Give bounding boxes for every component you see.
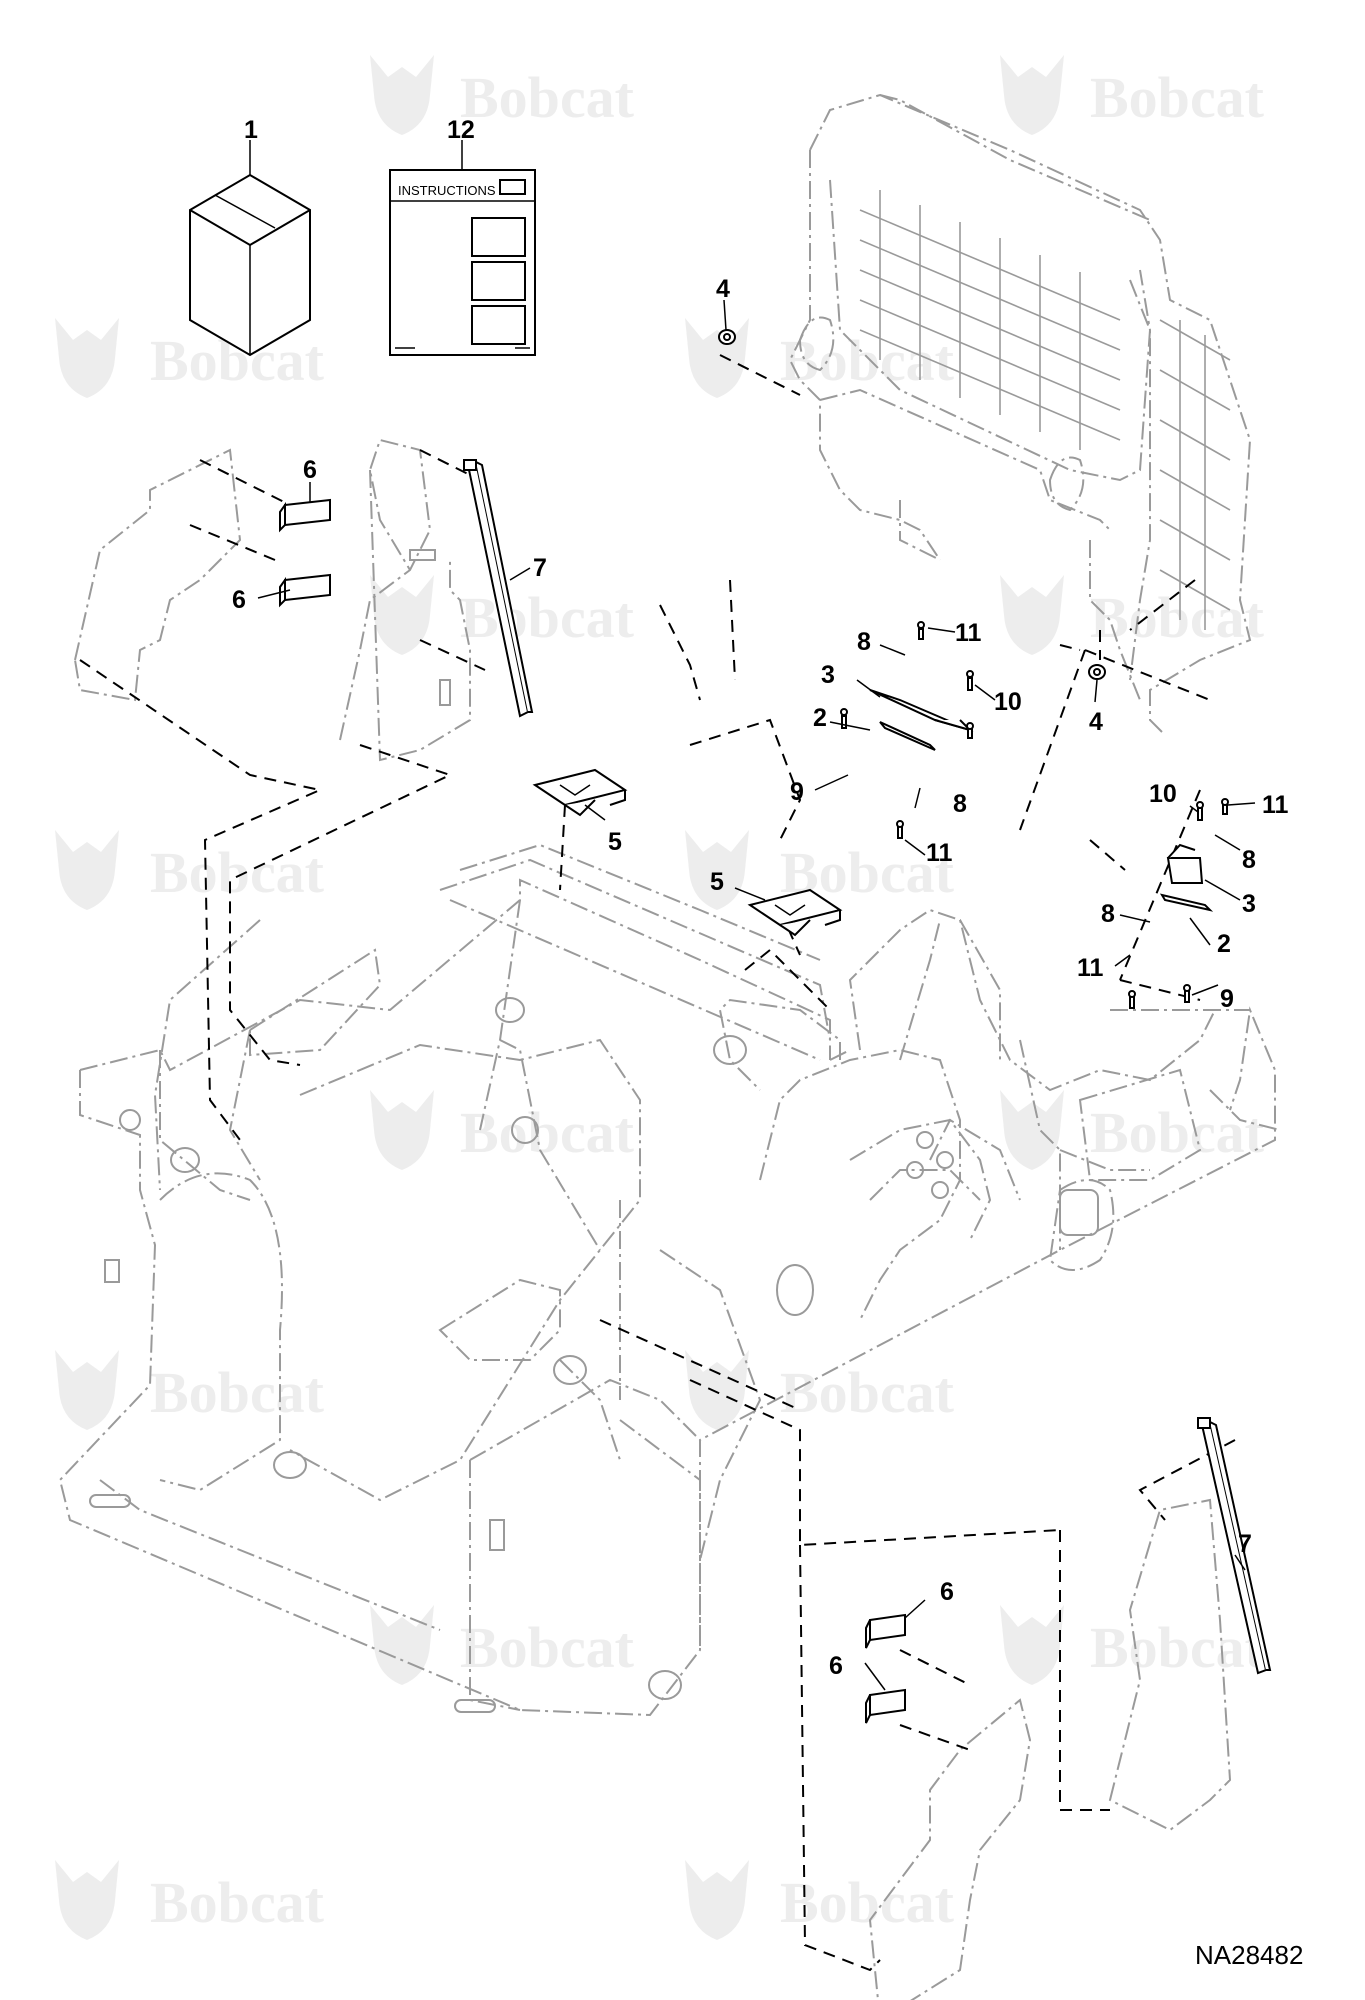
watermark: Bobcat (685, 318, 955, 398)
callout-8-d[interactable]: 8 (1101, 900, 1115, 928)
callout-8-c[interactable]: 8 (1242, 846, 1256, 874)
part-4-nut-lower[interactable] (1088, 664, 1106, 680)
callout-7-left[interactable]: 7 (533, 554, 547, 582)
watermark: Bobcat (1000, 55, 1265, 135)
watermark-logo-icon (55, 1350, 119, 1430)
watermark-layer: Bobcat Bobcat Bobcat Bobcat Bobcat Bobca… (55, 55, 1265, 1940)
watermark: Bobcat (1000, 1605, 1265, 1685)
callout-1[interactable]: 1 (244, 116, 258, 144)
watermark-text: Bobcat (460, 1615, 635, 1680)
instructions-label: INSTRUCTIONS (398, 183, 496, 198)
watermark: Bobcat (685, 1350, 955, 1430)
watermark-text: Bobcat (460, 585, 635, 650)
callout-2-b[interactable]: 2 (1217, 930, 1231, 958)
watermark-text: Bobcat (1090, 585, 1265, 650)
watermark-text: Bobcat (780, 328, 955, 393)
callout-6-upper-right[interactable]: 6 (940, 1578, 954, 1606)
watermark-text: Bobcat (150, 1870, 325, 1935)
part-6-pad-lower-right[interactable] (865, 1688, 906, 1724)
watermark: Bobcat (370, 1605, 635, 1685)
watermark-logo-icon (685, 318, 749, 398)
callout-11-d[interactable]: 11 (1077, 954, 1104, 982)
watermark-text: Bobcat (1090, 1100, 1265, 1165)
watermark: Bobcat (55, 1350, 325, 1430)
callout-5-upper[interactable]: 5 (608, 828, 622, 856)
rops-cab (788, 93, 1252, 736)
watermark-text: Bobcat (780, 1360, 955, 1425)
cab-grille (859, 190, 1231, 630)
watermark-logo-icon (370, 1605, 434, 1685)
callout-11-b[interactable]: 11 (926, 839, 953, 867)
watermark-logo-icon (1000, 55, 1064, 135)
part-7-seal-strip-right[interactable] (1197, 1417, 1272, 1675)
watermark-logo-icon (55, 1860, 119, 1940)
callout-8-a[interactable]: 8 (857, 628, 871, 656)
part-4-nut-upper[interactable] (718, 329, 736, 345)
watermark-logo-icon (55, 318, 119, 398)
watermark-logo-icon (685, 1860, 749, 1940)
callout-9-a[interactable]: 9 (790, 778, 804, 806)
watermark-text: Bobcat (780, 1870, 955, 1935)
part-1-box[interactable] (189, 173, 311, 357)
watermark-text: Bobcat (150, 840, 325, 905)
watermark-text: Bobcat (150, 1360, 325, 1425)
seat-belt-bracket-right-assembly[interactable] (1128, 798, 1229, 1009)
watermark-text: Bobcat (460, 65, 635, 130)
part-6-pad-upper-right[interactable] (865, 1613, 906, 1649)
part-6-pad-lower-left[interactable] (279, 573, 331, 608)
watermark-logo-icon (370, 1090, 434, 1170)
watermark-text: Bobcat (1090, 65, 1265, 130)
part-7-seal-strip-left[interactable] (463, 459, 534, 718)
callout-leaders (249, 140, 1256, 1691)
callout-6-upper-left[interactable]: 6 (303, 456, 317, 484)
callout-4-upper[interactable]: 4 (716, 275, 730, 303)
callout-11-c[interactable]: 11 (1262, 791, 1289, 819)
part-5-bracket-upper[interactable] (532, 768, 628, 817)
callout-8-b[interactable]: 8 (953, 790, 967, 818)
callout-3-b[interactable]: 3 (1242, 890, 1256, 918)
document-number: NA28482 (1195, 1940, 1303, 1970)
part-12-instructions-sheet[interactable]: INSTRUCTIONS (389, 169, 536, 356)
watermark: Bobcat (1000, 575, 1265, 655)
watermark-text: Bobcat (1090, 1615, 1265, 1680)
callout-4-lower[interactable]: 4 (1089, 708, 1103, 736)
watermark-logo-icon (370, 55, 434, 135)
callout-6-lower-left[interactable]: 6 (232, 586, 246, 614)
watermark-text: Bobcat (460, 1100, 635, 1165)
callout-11-a[interactable]: 11 (955, 619, 982, 647)
callout-3-a[interactable]: 3 (821, 661, 835, 689)
part-6-pad-upper-left[interactable] (279, 498, 331, 533)
callout-12[interactable]: 12 (447, 116, 475, 144)
callout-labels: 1 12 4 4 6 6 7 8 11 3 10 2 9 8 11 5 5 10… (232, 116, 1289, 1680)
callout-2-a[interactable]: 2 (813, 704, 827, 732)
callout-7-right[interactable]: 7 (1238, 1530, 1252, 1558)
watermark: Bobcat (685, 1860, 955, 1940)
left-side-panels (73, 438, 471, 762)
callout-10-b[interactable]: 10 (1149, 780, 1177, 808)
watermark-logo-icon (1000, 1605, 1064, 1685)
watermark-logo-icon (55, 830, 119, 910)
callout-9-b[interactable]: 9 (1220, 985, 1234, 1013)
callout-10-a[interactable]: 10 (994, 688, 1022, 716)
seat-belt-bracket-left-assembly[interactable] (840, 621, 974, 839)
assembly-lines (79, 354, 1236, 1972)
watermark-logo-icon (1000, 1090, 1064, 1170)
watermark-logo-icon (1000, 575, 1064, 655)
right-side-panels (868, 1498, 1232, 2000)
watermark: Bobcat (1000, 1090, 1265, 1170)
watermark: Bobcat (55, 1860, 325, 1940)
callout-6-lower-right[interactable]: 6 (829, 1652, 843, 1680)
watermark: Bobcat (370, 575, 635, 655)
watermark: Bobcat (370, 55, 635, 135)
callout-5-lower[interactable]: 5 (710, 868, 724, 896)
part-5-bracket-lower[interactable] (747, 888, 843, 937)
loader-frame (58, 843, 1281, 1717)
watermark: Bobcat (370, 1090, 635, 1170)
watermark: Bobcat (55, 830, 325, 910)
